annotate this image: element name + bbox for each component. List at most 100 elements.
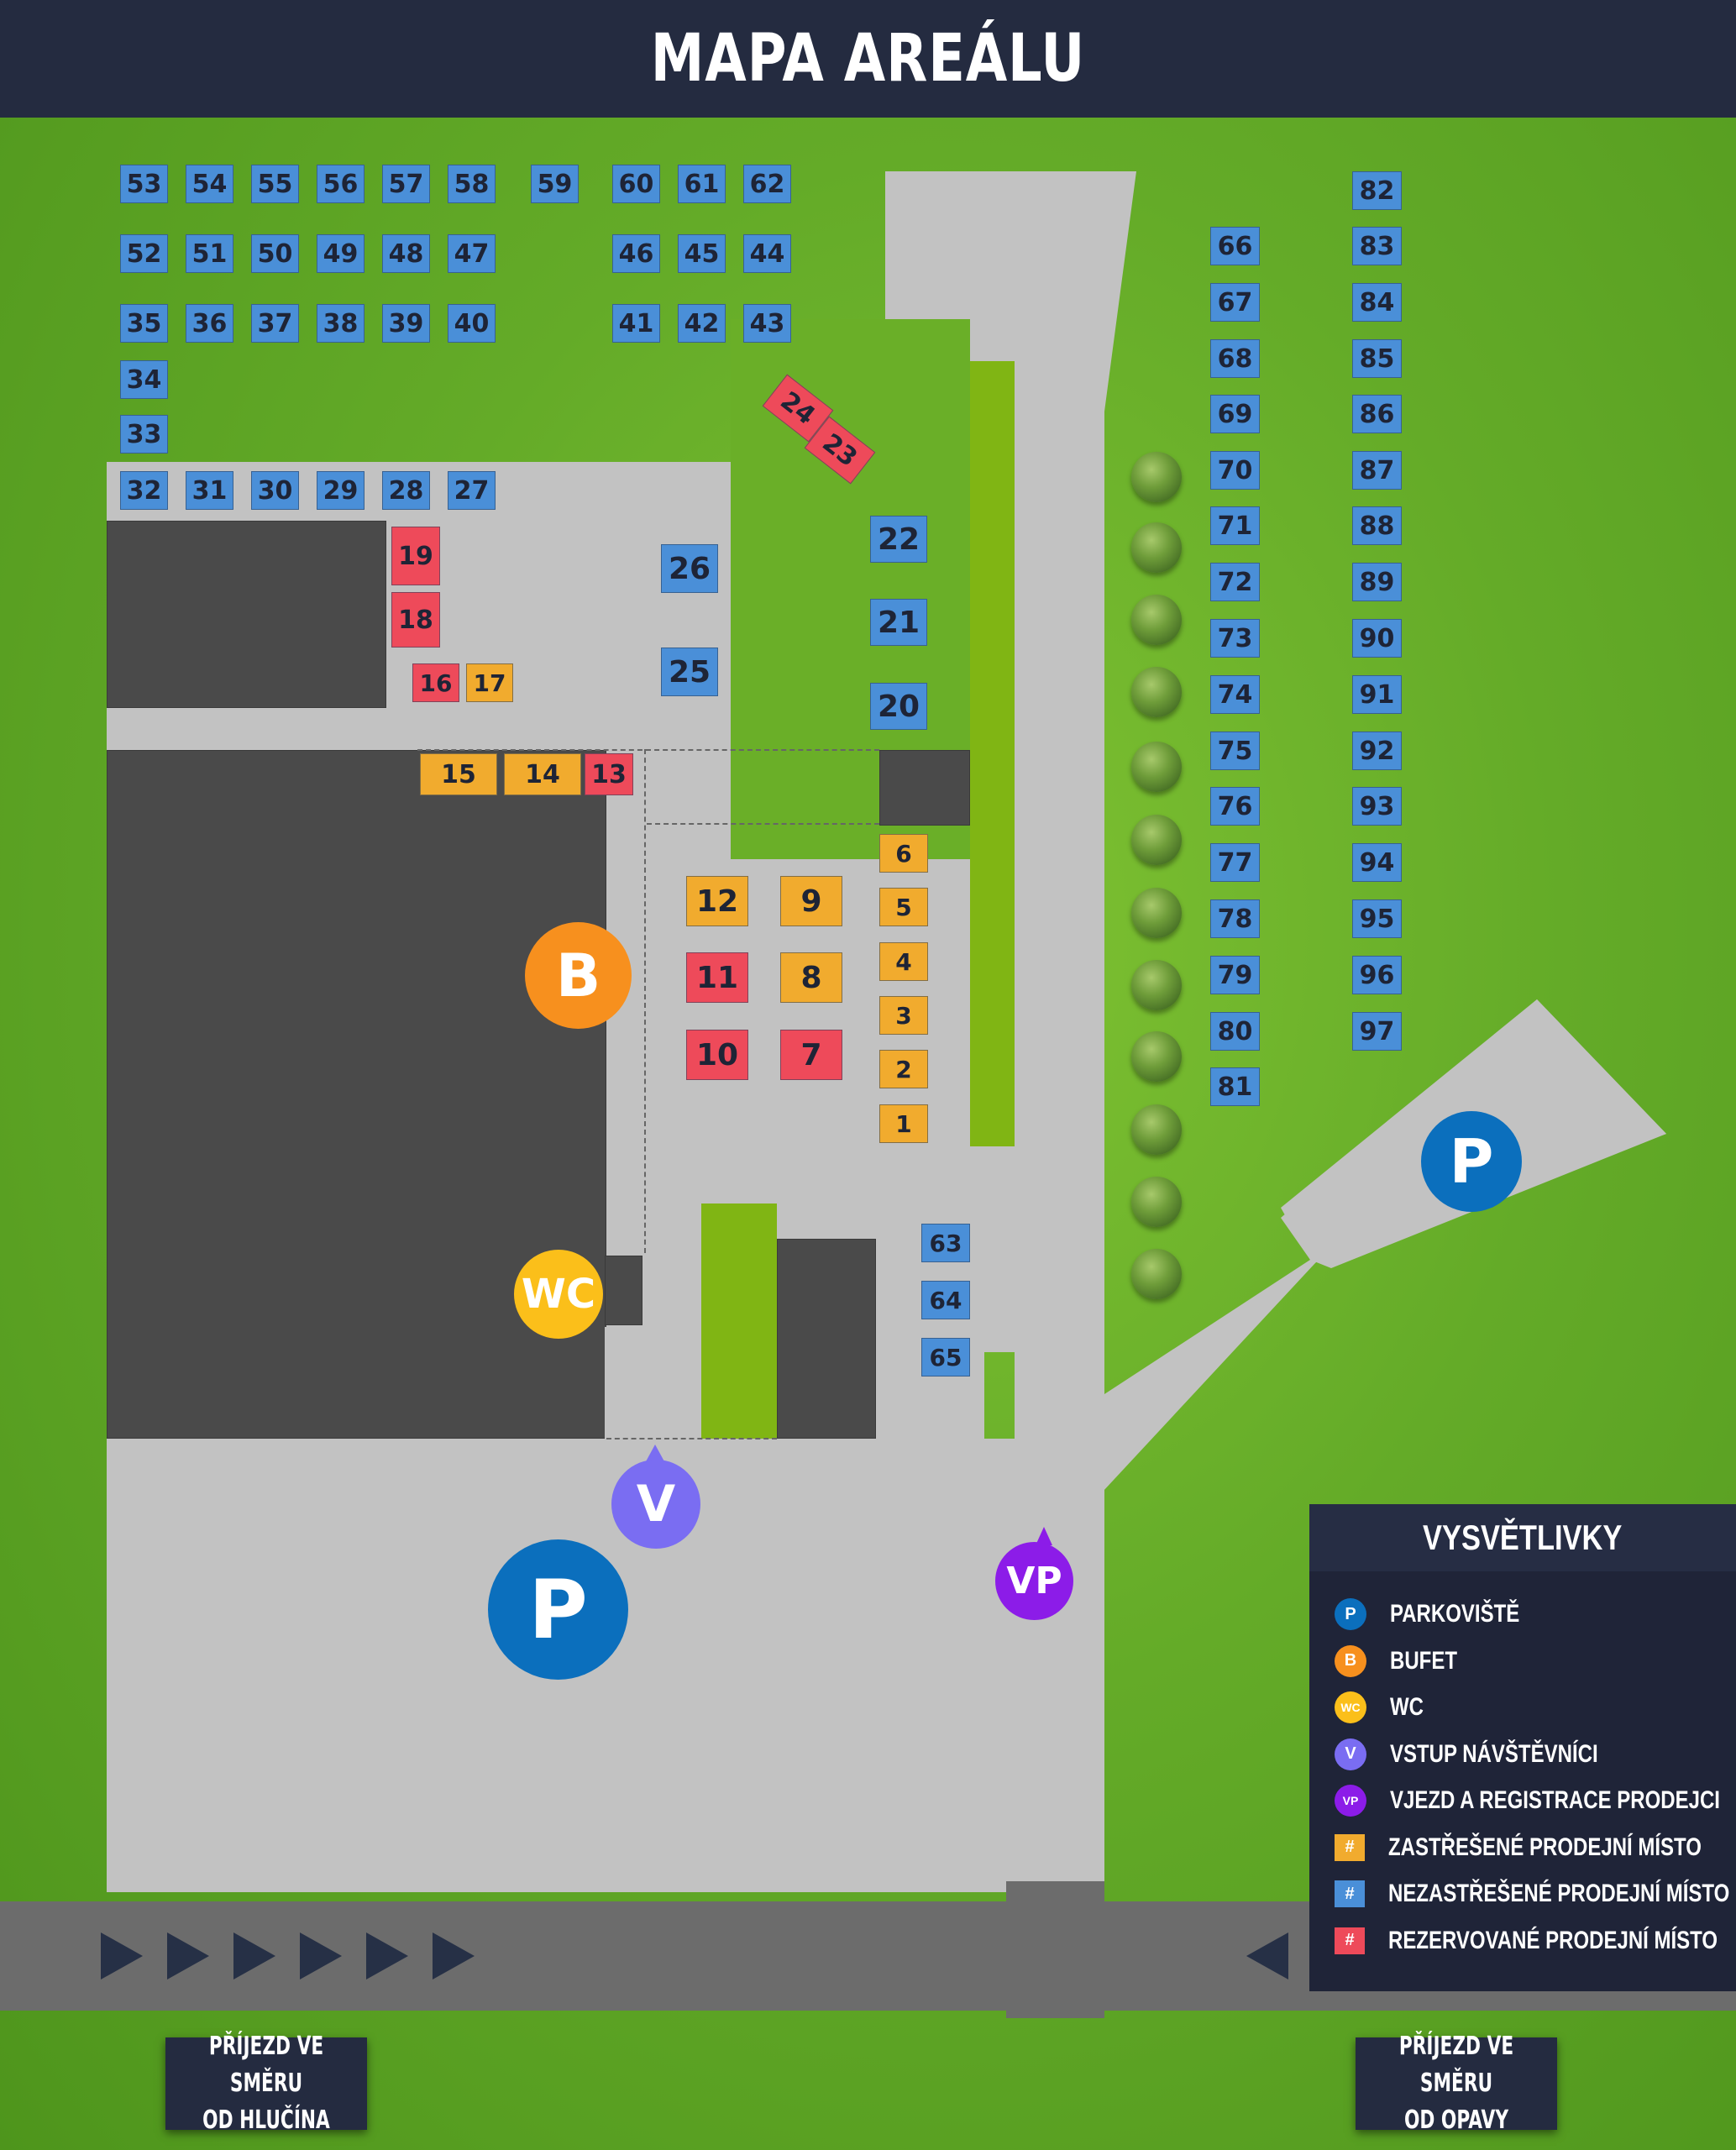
stall-84[interactable]: 84 (1352, 283, 1402, 322)
stall-33[interactable]: 33 (120, 415, 168, 454)
stall-16[interactable]: 16 (412, 663, 459, 702)
stall-60[interactable]: 60 (612, 165, 660, 203)
stall-78[interactable]: 78 (1210, 899, 1260, 938)
stall-69[interactable]: 69 (1210, 395, 1260, 433)
stall-68[interactable]: 68 (1210, 339, 1260, 378)
stall-73[interactable]: 73 (1210, 619, 1260, 658)
stall-92[interactable]: 92 (1352, 732, 1402, 770)
stall-43[interactable]: 43 (743, 304, 791, 343)
stall-31[interactable]: 31 (186, 471, 233, 510)
stall-26[interactable]: 26 (661, 544, 718, 593)
stall-12[interactable]: 12 (686, 876, 748, 926)
stall-64[interactable]: 64 (921, 1281, 970, 1319)
stall-89[interactable]: 89 (1352, 563, 1402, 601)
stall-81[interactable]: 81 (1210, 1067, 1260, 1106)
stall-1[interactable]: 1 (879, 1104, 928, 1143)
stall-52[interactable]: 52 (120, 234, 168, 273)
bufet-marker[interactable]: B (525, 922, 632, 1029)
stall-28[interactable]: 28 (382, 471, 430, 510)
stall-62[interactable]: 62 (743, 165, 791, 203)
stall-71[interactable]: 71 (1210, 506, 1260, 545)
stall-18[interactable]: 18 (391, 592, 440, 648)
stall-87[interactable]: 87 (1352, 451, 1402, 490)
stall-5[interactable]: 5 (879, 888, 928, 926)
stall-39[interactable]: 39 (382, 304, 430, 343)
stall-86[interactable]: 86 (1352, 395, 1402, 433)
stall-14[interactable]: 14 (504, 753, 581, 795)
stall-22[interactable]: 22 (870, 516, 927, 563)
stall-96[interactable]: 96 (1352, 956, 1402, 994)
vendor-pin[interactable]: VP (995, 1527, 1075, 1623)
wc-marker[interactable]: WC (514, 1250, 603, 1339)
stall-7[interactable]: 7 (780, 1030, 842, 1080)
stall-77[interactable]: 77 (1210, 843, 1260, 882)
stall-19[interactable]: 19 (391, 527, 440, 585)
stall-3[interactable]: 3 (879, 996, 928, 1035)
stall-79[interactable]: 79 (1210, 956, 1260, 994)
stall-9[interactable]: 9 (780, 876, 842, 926)
stall-41[interactable]: 41 (612, 304, 660, 343)
stall-85[interactable]: 85 (1352, 339, 1402, 378)
stall-27[interactable]: 27 (448, 471, 496, 510)
stall-25[interactable]: 25 (661, 648, 718, 696)
parking-marker-east[interactable]: P (1421, 1111, 1522, 1212)
stall-44[interactable]: 44 (743, 234, 791, 273)
stall-63[interactable]: 63 (921, 1224, 970, 1262)
stall-57[interactable]: 57 (382, 165, 430, 203)
stall-6[interactable]: 6 (879, 834, 928, 873)
stall-91[interactable]: 91 (1352, 675, 1402, 714)
stall-50[interactable]: 50 (251, 234, 299, 273)
stall-29[interactable]: 29 (317, 471, 365, 510)
stall-51[interactable]: 51 (186, 234, 233, 273)
stall-35[interactable]: 35 (120, 304, 168, 343)
stall-15[interactable]: 15 (420, 753, 497, 795)
stall-38[interactable]: 38 (317, 304, 365, 343)
stall-13[interactable]: 13 (585, 753, 633, 795)
stall-67[interactable]: 67 (1210, 283, 1260, 322)
stall-34[interactable]: 34 (120, 360, 168, 399)
stall-2[interactable]: 2 (879, 1050, 928, 1088)
stall-95[interactable]: 95 (1352, 899, 1402, 938)
stall-65[interactable]: 65 (921, 1338, 970, 1377)
stall-75[interactable]: 75 (1210, 732, 1260, 770)
stall-70[interactable]: 70 (1210, 451, 1260, 490)
stall-37[interactable]: 37 (251, 304, 299, 343)
stall-40[interactable]: 40 (448, 304, 496, 343)
stall-49[interactable]: 49 (317, 234, 365, 273)
stall-94[interactable]: 94 (1352, 843, 1402, 882)
stall-90[interactable]: 90 (1352, 619, 1402, 658)
stall-56[interactable]: 56 (317, 165, 365, 203)
stall-36[interactable]: 36 (186, 304, 233, 343)
stall-66[interactable]: 66 (1210, 227, 1260, 265)
stall-76[interactable]: 76 (1210, 787, 1260, 826)
stall-4[interactable]: 4 (879, 942, 928, 981)
stall-10[interactable]: 10 (686, 1030, 748, 1080)
stall-72[interactable]: 72 (1210, 563, 1260, 601)
stall-88[interactable]: 88 (1352, 506, 1402, 545)
parking-marker-main[interactable]: P (488, 1539, 628, 1680)
stall-83[interactable]: 83 (1352, 227, 1402, 265)
entry-pin[interactable]: V (611, 1445, 700, 1554)
stall-55[interactable]: 55 (251, 165, 299, 203)
stall-11[interactable]: 11 (686, 952, 748, 1003)
stall-48[interactable]: 48 (382, 234, 430, 273)
stall-97[interactable]: 97 (1352, 1012, 1402, 1051)
stall-61[interactable]: 61 (678, 165, 726, 203)
stall-21[interactable]: 21 (870, 599, 927, 646)
stall-45[interactable]: 45 (678, 234, 726, 273)
stall-42[interactable]: 42 (678, 304, 726, 343)
stall-82[interactable]: 82 (1352, 171, 1402, 210)
stall-59[interactable]: 59 (531, 165, 579, 203)
stall-54[interactable]: 54 (186, 165, 233, 203)
stall-30[interactable]: 30 (251, 471, 299, 510)
stall-80[interactable]: 80 (1210, 1012, 1260, 1051)
stall-46[interactable]: 46 (612, 234, 660, 273)
stall-74[interactable]: 74 (1210, 675, 1260, 714)
stall-58[interactable]: 58 (448, 165, 496, 203)
stall-32[interactable]: 32 (120, 471, 168, 510)
stall-20[interactable]: 20 (870, 683, 927, 730)
stall-93[interactable]: 93 (1352, 787, 1402, 826)
stall-17[interactable]: 17 (466, 663, 513, 702)
stall-47[interactable]: 47 (448, 234, 496, 273)
stall-53[interactable]: 53 (120, 165, 168, 203)
